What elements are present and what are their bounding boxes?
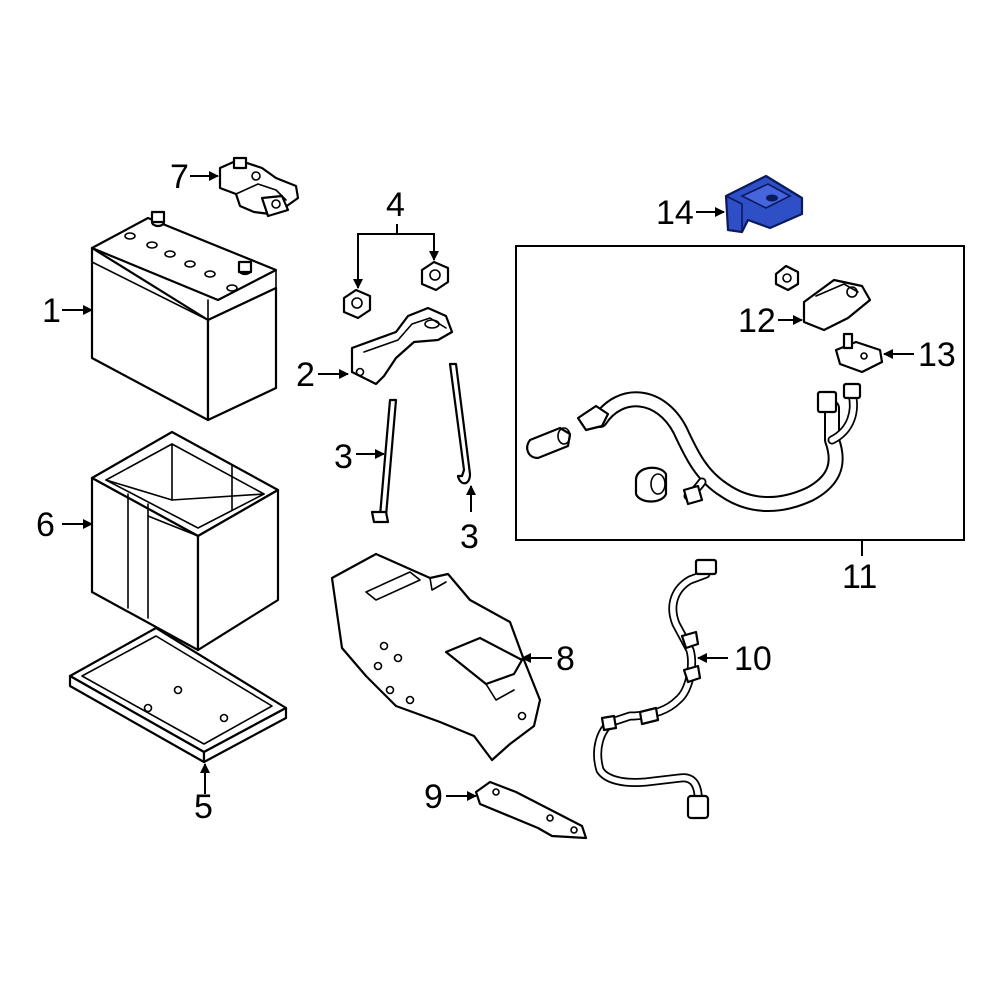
part-battery-tray[interactable]: [330, 552, 542, 762]
callout-3-left: 3: [334, 438, 385, 476]
callout-9-label: 9: [424, 778, 443, 816]
callout-8: 8: [521, 640, 575, 678]
part-j-bolt-right[interactable]: [448, 362, 472, 485]
callout-6-label: 6: [36, 506, 55, 544]
part-battery[interactable]: [90, 210, 278, 422]
callout-12-label: 12: [738, 302, 776, 340]
callout-11-label: 11: [842, 558, 877, 596]
part-support-bracket[interactable]: [474, 780, 588, 840]
callout-14: 14: [656, 194, 725, 232]
callout-2: 2: [296, 356, 349, 394]
callout-13-label: 13: [918, 336, 956, 374]
callout-1-label: 1: [42, 292, 61, 330]
callout-3-right: 3: [460, 485, 479, 556]
callout-5: 5: [194, 763, 213, 826]
part-cable-boot[interactable]: [526, 426, 572, 460]
callout-7: 7: [170, 158, 219, 196]
callout-14-label: 14: [656, 194, 694, 232]
callout-1: 1: [42, 292, 93, 330]
part-terminal-stud[interactable]: [834, 332, 884, 374]
part-nut-right[interactable]: [420, 260, 450, 292]
callout-13: 13: [883, 336, 956, 374]
callout-2-label: 2: [296, 356, 315, 394]
callout-7-label: 7: [170, 158, 189, 196]
part-battery-sensor[interactable]: [218, 156, 300, 218]
callout-3-right-label: 3: [460, 518, 479, 556]
callout-4-arrow-left: [353, 224, 398, 289]
assembly-11-box: [515, 245, 965, 541]
callout-11: 11: [842, 540, 877, 596]
part-positive-cable[interactable]: [576, 382, 862, 512]
callout-8-label: 8: [556, 640, 575, 678]
callout-10-label: 10: [734, 640, 772, 678]
part-nut-left[interactable]: [342, 288, 372, 320]
callout-10: 10: [697, 640, 772, 678]
part-hold-down-bracket[interactable]: [350, 306, 454, 386]
part-grommet[interactable]: [634, 466, 668, 503]
callout-12: 12: [738, 302, 803, 340]
callout-4-arrow-right: [397, 233, 439, 261]
callout-4-label: 4: [386, 186, 405, 224]
callout-6: 6: [36, 506, 93, 544]
callout-5-label: 5: [194, 788, 213, 826]
part-negative-cable[interactable]: [593, 558, 718, 820]
part-battery-box[interactable]: [90, 430, 280, 652]
part-terminal-cover-highlighted[interactable]: [724, 174, 804, 234]
callout-9: 9: [424, 778, 477, 816]
part-terminal-clamp[interactable]: [774, 264, 872, 332]
callout-3-left-label: 3: [334, 438, 353, 476]
part-tray-pad[interactable]: [68, 626, 288, 764]
part-j-bolt-left[interactable]: [370, 398, 398, 524]
callout-4: 4: [353, 186, 439, 289]
